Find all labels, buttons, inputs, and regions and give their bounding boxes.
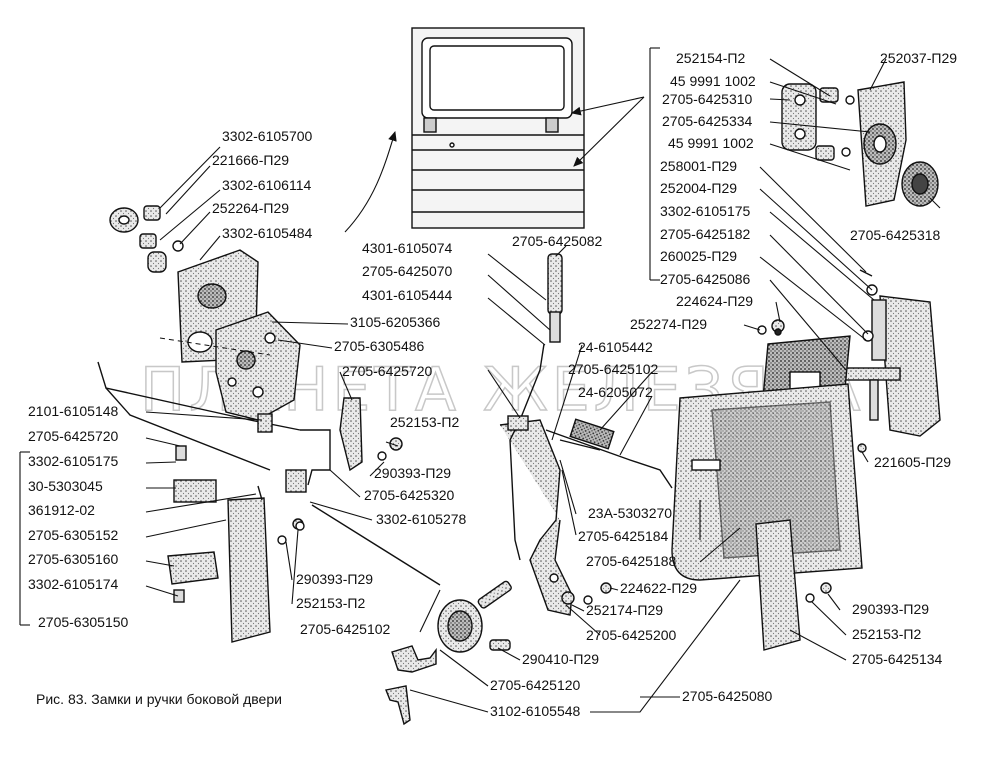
label-4301-6105074: 4301-6105074 xyxy=(362,240,453,256)
label-2101-6105148: 2101-6105148 xyxy=(28,403,119,419)
label-2705-6305152: 2705-6305152 xyxy=(28,527,119,543)
label-3302-6105278: 3302-6105278 xyxy=(376,511,467,527)
label-252153-p2-left: 252153-П2 xyxy=(296,595,365,611)
label-2705-6425320: 2705-6425320 xyxy=(364,487,455,503)
label-2705-6425334: 2705-6425334 xyxy=(662,113,753,129)
label-2705-6425082: 2705-6425082 xyxy=(512,233,603,249)
label-3302-6105174: 3302-6105174 xyxy=(28,576,119,592)
label-2705-6425086: 2705-6425086 xyxy=(660,271,751,287)
label-290393-p29-left: 290393-П29 xyxy=(296,571,373,587)
label-290393-p29-right: 290393-П29 xyxy=(852,601,929,617)
label-2705-6425318: 2705-6425318 xyxy=(850,227,941,243)
label-23a-5303270: 23А-5303270 xyxy=(588,505,672,521)
inner-lock-assembly xyxy=(97,205,441,643)
figure-caption: Рис. 83. Замки и ручки боковой двери xyxy=(36,691,282,707)
label-45-9991-1002-top: 45 9991 1002 xyxy=(670,73,756,89)
label-3302-6105484: 3302-6105484 xyxy=(222,225,313,241)
label-221605-p29: 221605-П29 xyxy=(874,454,951,470)
label-3105-6205366: 3105-6205366 xyxy=(350,314,441,330)
label-258001-p29: 258001-П29 xyxy=(660,158,737,174)
label-252153-p2-center: 252153-П2 xyxy=(390,414,459,430)
label-3302-6105175-left: 3302-6105175 xyxy=(28,453,119,469)
label-2705-6305160: 2705-6305160 xyxy=(28,551,119,567)
label-2705-6425720-center: 2705-6425720 xyxy=(342,363,433,379)
label-3302-6106114: 3302-6106114 xyxy=(222,177,311,193)
label-252264-p29: 252264-П29 xyxy=(212,200,289,216)
label-221666-p29: 221666-П29 xyxy=(212,152,289,168)
label-45-9991-1002-bottom: 45 9991 1002 xyxy=(668,135,754,151)
label-2705-6425120: 2705-6425120 xyxy=(490,677,581,693)
label-4301-6105444: 4301-6105444 xyxy=(362,287,453,303)
label-24-6205072: 24-6205072 xyxy=(578,384,653,400)
label-2705-6425310: 2705-6425310 xyxy=(662,91,753,107)
label-2705-6305486: 2705-6305486 xyxy=(334,338,425,354)
label-2705-6425080: 2705-6425080 xyxy=(682,688,773,704)
part-labels: 3302-6105700 221666-П29 3302-6106114 252… xyxy=(28,50,957,719)
label-252174-p29: 252174-П29 xyxy=(586,602,663,618)
label-224622-p29: 224622-П29 xyxy=(620,580,697,596)
label-2705-6425720-left: 2705-6425720 xyxy=(28,428,119,444)
door-overview xyxy=(411,27,585,229)
outer-handle-assembly xyxy=(295,81,941,651)
label-290410-p29: 290410-П29 xyxy=(522,651,599,667)
label-2705-6425102-bottom: 2705-6425102 xyxy=(300,621,391,637)
label-260025-p29: 260025-П29 xyxy=(660,248,737,264)
label-2705-6425200: 2705-6425200 xyxy=(586,627,677,643)
label-290393-p29-center: 290393-П29 xyxy=(374,465,451,481)
label-252004-p29: 252004-П29 xyxy=(660,180,737,196)
label-3102-6105548: 3102-6105548 xyxy=(490,703,581,719)
leader-lines xyxy=(19,47,941,713)
label-2705-6425134: 2705-6425134 xyxy=(852,651,943,667)
label-2705-6425188: 2705-6425188 xyxy=(586,553,677,569)
label-2705-6305150: 2705-6305150 xyxy=(38,614,129,630)
label-2705-6425184: 2705-6425184 xyxy=(578,528,669,544)
label-3302-6105700: 3302-6105700 xyxy=(222,128,313,144)
label-24-6105442: 24-6105442 xyxy=(578,339,653,355)
label-361912-02: 361912-02 xyxy=(28,502,95,518)
label-2705-6425070: 2705-6425070 xyxy=(362,263,453,279)
label-252153-p2-right: 252153-П2 xyxy=(852,626,921,642)
center-linkage-assembly xyxy=(385,253,673,726)
label-3302-6105175-right: 3302-6105175 xyxy=(660,203,751,219)
label-252274-p29: 252274-П29 xyxy=(630,316,707,332)
label-224624-p29: 224624-П29 xyxy=(676,293,753,309)
label-2705-6425182: 2705-6425182 xyxy=(660,226,751,242)
label-2705-6425102-top: 2705-6425102 xyxy=(568,361,659,377)
label-252037-p29: 252037-П29 xyxy=(880,50,957,66)
label-30-5303045: 30-5303045 xyxy=(28,478,103,494)
label-252154-p2: 252154-П2 xyxy=(676,50,745,66)
